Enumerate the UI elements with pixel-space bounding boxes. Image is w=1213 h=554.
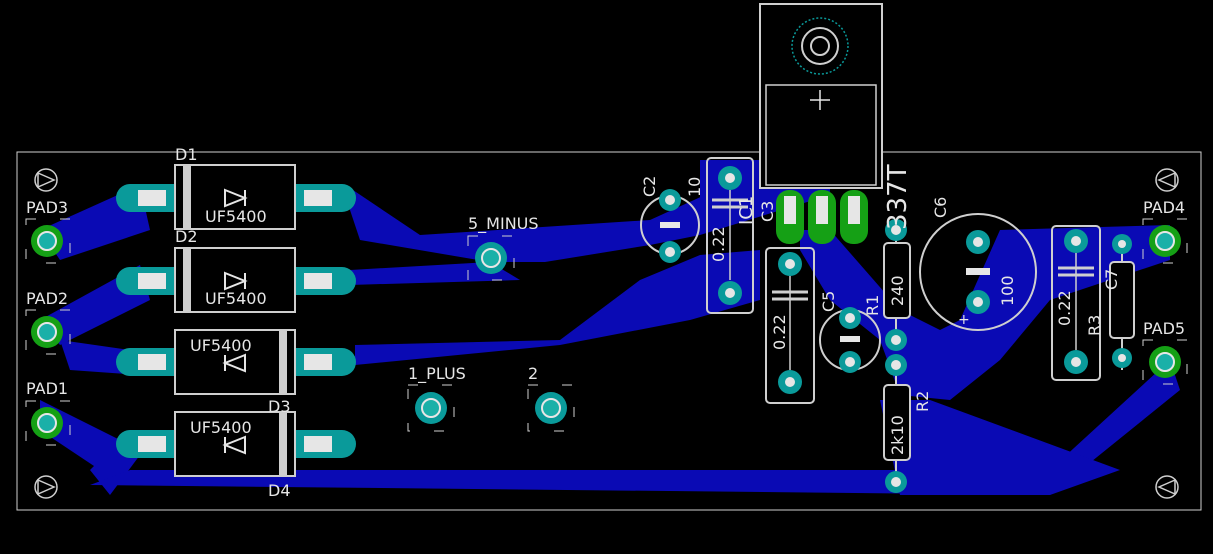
label-ic1: IC1: [736, 196, 757, 225]
diode-d2: [116, 247, 356, 313]
pad-2: [527, 384, 575, 432]
label-c2: C2: [640, 176, 659, 197]
capacitor-c2: [640, 189, 700, 263]
label-r2: R2: [913, 391, 932, 412]
label-2: 2: [528, 364, 538, 383]
capacitor-c6: +: [919, 213, 1037, 331]
value-r1: 240: [888, 275, 907, 306]
value-d4: UF5400: [190, 418, 252, 437]
label-5-minus: 5_MINUS: [468, 214, 539, 234]
label-r3: R3: [1085, 315, 1104, 336]
label-r1: R1: [863, 295, 882, 316]
diodes: [116, 164, 356, 477]
label-c6: C6: [931, 197, 950, 218]
label-d3: D3: [268, 397, 291, 416]
label-pad2: PAD2: [26, 289, 68, 308]
capacitor-c7: [1051, 225, 1101, 381]
label-c5: C5: [819, 291, 838, 312]
pad-5-minus: [467, 235, 515, 281]
value-d3: UF5400: [190, 336, 252, 355]
value-ic1: 337T: [883, 164, 913, 230]
mounting-marks: [34, 168, 1179, 499]
value-c3: 0.22: [709, 226, 728, 262]
label-d1: D1: [175, 145, 198, 164]
silkscreen-labels: PAD3 PAD2 PAD1 PAD4 PAD5 D1 D2 D3 D4 UF5…: [26, 145, 1185, 500]
label-pad3: PAD3: [26, 198, 68, 217]
resistor-r2: [883, 354, 911, 493]
pad4: [1142, 218, 1188, 264]
label-c3: C3: [758, 201, 777, 222]
label-1-plus: 1_PLUS: [408, 364, 466, 384]
label-c7: C7: [1102, 269, 1121, 290]
capacitor-c5: [819, 307, 881, 373]
value-c7: 0.22: [1055, 290, 1074, 326]
diode-d1: [116, 164, 356, 230]
value-c4: 0.22: [770, 314, 789, 350]
value-r2: 2k10: [888, 415, 907, 455]
pad-1-plus: [407, 384, 455, 432]
value-c6: 100: [998, 275, 1017, 306]
svg-text:+: +: [958, 312, 970, 328]
resistor-r1: [883, 219, 911, 351]
value-c2: 10: [685, 177, 704, 197]
label-pad4: PAD4: [1143, 198, 1185, 217]
label-d2: D2: [175, 227, 198, 246]
label-pad1: PAD1: [26, 379, 68, 398]
value-d1: UF5400: [205, 207, 267, 226]
pad2: [25, 309, 71, 355]
pads: [25, 218, 1188, 446]
capacitor-c3: [706, 157, 754, 314]
label-pad5: PAD5: [1143, 319, 1185, 338]
capacitor-c4: [765, 247, 815, 404]
regulator-ic1: [759, 3, 883, 244]
pad5: [1142, 339, 1188, 385]
pad3: [25, 218, 71, 264]
diode-d4: [116, 411, 356, 477]
board-outline: [16, 151, 1202, 511]
resistor-r3: [1109, 234, 1135, 370]
pad1: [25, 400, 71, 446]
value-d2: UF5400: [205, 289, 267, 308]
diode-d3: [116, 329, 356, 395]
label-d4: D4: [268, 481, 291, 500]
